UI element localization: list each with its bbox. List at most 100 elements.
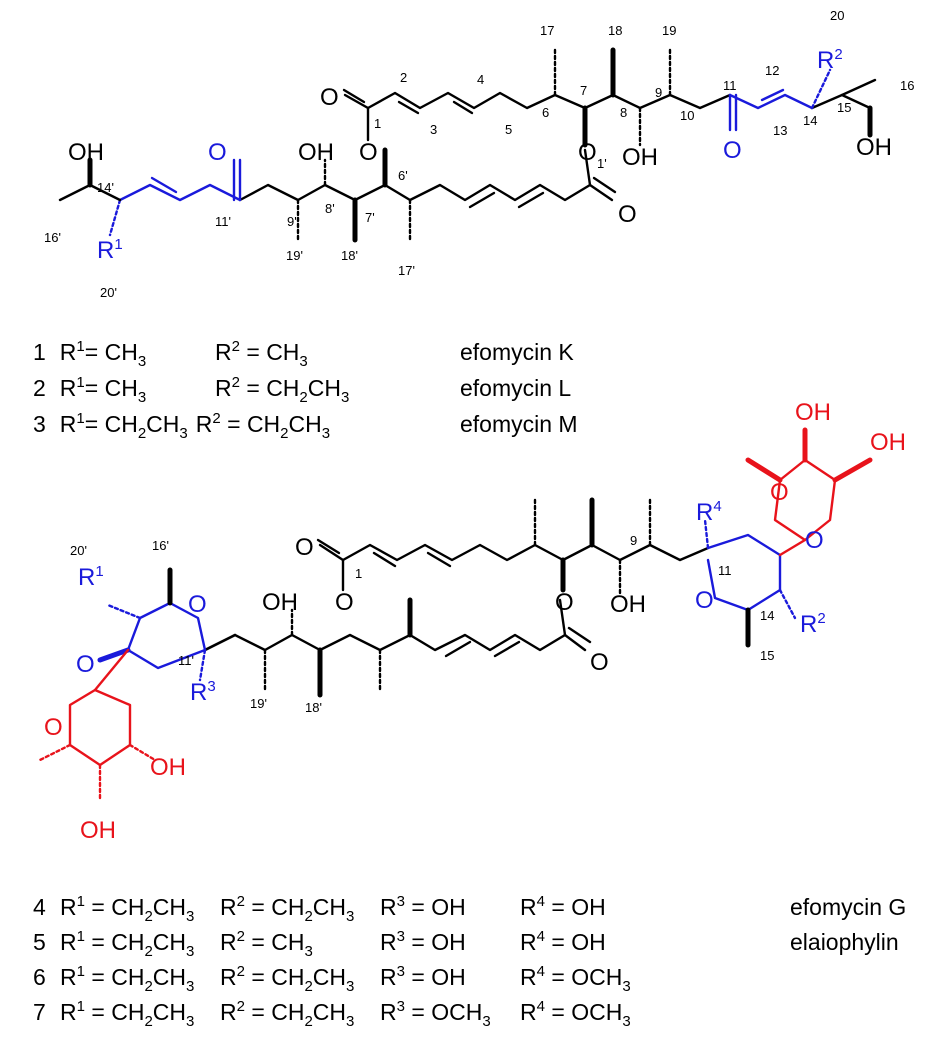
compound-name: elaiophylin (790, 929, 899, 955)
top-r1: R1 (97, 236, 123, 264)
top-row-2-name: efomycin L (460, 375, 571, 401)
row-number: 4 (33, 894, 46, 920)
svg-text:R4 = OH: R4 = OH (520, 893, 606, 920)
svg-text:14: 14 (803, 113, 817, 128)
bottom-left-ring-o: O (188, 591, 207, 618)
bottom-right-ring-o: O (695, 587, 714, 614)
svg-text:10: 10 (680, 108, 694, 123)
bottom-left-sugar-oh1: OH (150, 754, 186, 781)
svg-text:15: 15 (760, 648, 774, 663)
bottom-table-row: 6 R1 = CH2CH3 R2 = CH2CH3 R3 = OH R4 = OCH3 (33, 963, 631, 995)
bottom-c1-carbonyl-o: O (295, 534, 314, 561)
bottom-right-sugar-oh1: OH (795, 399, 831, 426)
svg-text:17: 17 (540, 23, 554, 38)
bottom-ester-o-right: O (555, 589, 574, 616)
svg-text:9: 9 (655, 85, 662, 100)
bottom-glycoside-o-right: O (805, 527, 824, 554)
bottom-ester-o-left: O (335, 589, 354, 616)
svg-text:R2 = CH3: R2 = CH3 (220, 928, 313, 960)
svg-text:19': 19' (286, 248, 303, 263)
svg-text:14': 14' (97, 180, 114, 195)
svg-text:4: 4 (477, 72, 484, 87)
svg-text:12: 12 (765, 63, 779, 78)
top-c11-ketone-o: O (723, 137, 742, 164)
svg-text:R3 = OH: R3 = OH (380, 963, 466, 990)
svg-text:19': 19' (250, 696, 267, 711)
top-ester-o-right: O (578, 139, 597, 166)
svg-text:1: 1 (355, 566, 362, 581)
svg-text:17': 17' (398, 263, 415, 278)
bottom-left-sugar-o: O (44, 714, 63, 741)
bottom-left-sugar-oh2: OH (80, 817, 116, 844)
svg-text:19: 19 (662, 23, 676, 38)
svg-text:11': 11' (215, 214, 231, 229)
top-r2: R2 (817, 46, 843, 74)
row-number: 6 (33, 964, 46, 990)
svg-text:9: 9 (630, 533, 637, 548)
top-c1-carbonyl-o: O (320, 84, 339, 111)
bottom-r4: R4 (696, 498, 722, 526)
row-number: 5 (33, 929, 46, 955)
bottom-r3: R3 (190, 678, 216, 706)
svg-text:16: 16 (900, 78, 914, 93)
bottom-right-sugar-oh2: OH (870, 429, 906, 456)
svg-text:20': 20' (70, 543, 87, 558)
bottom-right-sugar-o: O (770, 479, 789, 506)
svg-text:R1 = CH2CH3: R1 = CH2CH3 (60, 963, 194, 995)
svg-text:7: 7 (580, 83, 587, 98)
svg-text:R4 = OH: R4 = OH (520, 928, 606, 955)
svg-text:R2 = CH2CH3: R2 = CH2CH3 (220, 963, 354, 995)
top-row-1-name: efomycin K (460, 339, 574, 365)
svg-text:13: 13 (773, 123, 787, 138)
svg-text:5: 5 (505, 122, 512, 137)
bottom-c1p-carbonyl-o: O (590, 649, 609, 676)
row-number: 7 (33, 999, 46, 1025)
svg-text:R1 = CH2CH3: R1 = CH2CH3 (60, 893, 194, 925)
svg-text:3: 3 (430, 122, 437, 137)
bottom-c9-oh: OH (610, 591, 646, 618)
bottom-glycoside-o-left: O (76, 651, 95, 678)
svg-text:R3 = OH: R3 = OH (380, 893, 466, 920)
svg-text:1: 1 (374, 116, 381, 131)
svg-text:20': 20' (100, 285, 117, 300)
top-c1p-carbonyl-o: O (618, 201, 637, 228)
svg-text:8': 8' (325, 201, 335, 216)
svg-text:R4 = OCH3: R4 = OCH3 (520, 998, 631, 1030)
svg-text:15: 15 (837, 100, 851, 115)
top-c15-oh: OH (856, 134, 892, 161)
top-structure (58, 47, 877, 243)
bottom-atom-labels: O O O O OH OH O O R4 R2 R3 R1 O O O OH O… (44, 399, 906, 844)
top-row-3-name: efomycin M (460, 411, 578, 437)
bottom-r1: R1 (78, 563, 104, 591)
svg-text:7': 7' (365, 210, 375, 225)
svg-text:2: 2 (400, 70, 407, 85)
top-atom-labels: O O O O OH O OH R2 OH O OH R1 (68, 46, 892, 264)
bottom-c9p-oh: OH (262, 589, 298, 616)
svg-text:11: 11 (723, 78, 737, 93)
bottom-table-row: 7 R1 = CH2CH3 R2 = CH2CH3 R3 = OCH3 R4 = OCH… (33, 998, 631, 1030)
top-upper-chain (366, 91, 732, 110)
svg-text:18: 18 (608, 23, 622, 38)
top-c9-oh: OH (622, 144, 658, 171)
svg-text:R4 = OCH3: R4 = OCH3 (520, 963, 631, 995)
svg-text:R2 = CH2CH3: R2 = CH2CH3 (220, 998, 354, 1030)
svg-text:R3 = OCH3: R3 = OCH3 (380, 998, 491, 1030)
top-c11p-ketone-o: O (208, 139, 227, 166)
svg-text:6': 6' (398, 168, 408, 183)
svg-text:R1 = CH2CH3: R1 = CH2CH3 (60, 998, 194, 1030)
svg-text:18': 18' (341, 248, 358, 263)
bottom-structure (38, 427, 873, 802)
top-ester-o-left: O (359, 139, 378, 166)
top-c15p-oh: OH (68, 139, 104, 166)
svg-text:16': 16' (44, 230, 61, 245)
top-c9p-oh: OH (298, 139, 334, 166)
svg-text:6: 6 (542, 105, 549, 120)
svg-text:R2 = CH2CH3: R2 = CH2CH3 (220, 893, 354, 925)
